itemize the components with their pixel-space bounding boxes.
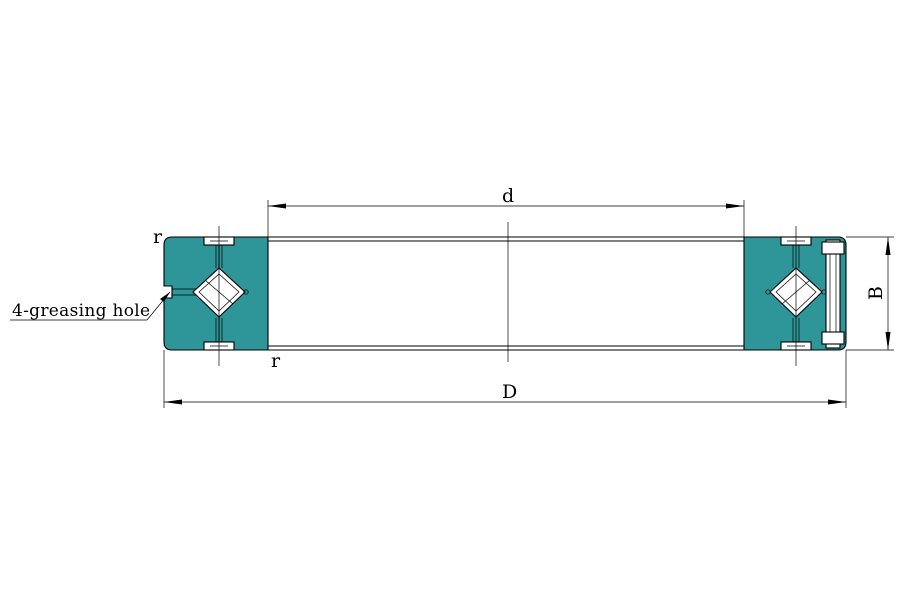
right-section (743, 226, 847, 366)
left-section (163, 226, 269, 366)
dimension-d (267, 200, 745, 237)
dimension-D (163, 350, 847, 408)
label-D: D (502, 381, 517, 403)
greasing-hole-leader (10, 291, 171, 321)
greasing-hole-callout: 4-greasing hole (12, 301, 150, 321)
label-r-bottom: r (271, 350, 281, 372)
label-B: B (865, 286, 887, 300)
label-d: d (502, 185, 514, 207)
dimension-B (846, 236, 894, 351)
bore-lines (268, 236, 744, 351)
label-r-top: r (153, 226, 163, 248)
